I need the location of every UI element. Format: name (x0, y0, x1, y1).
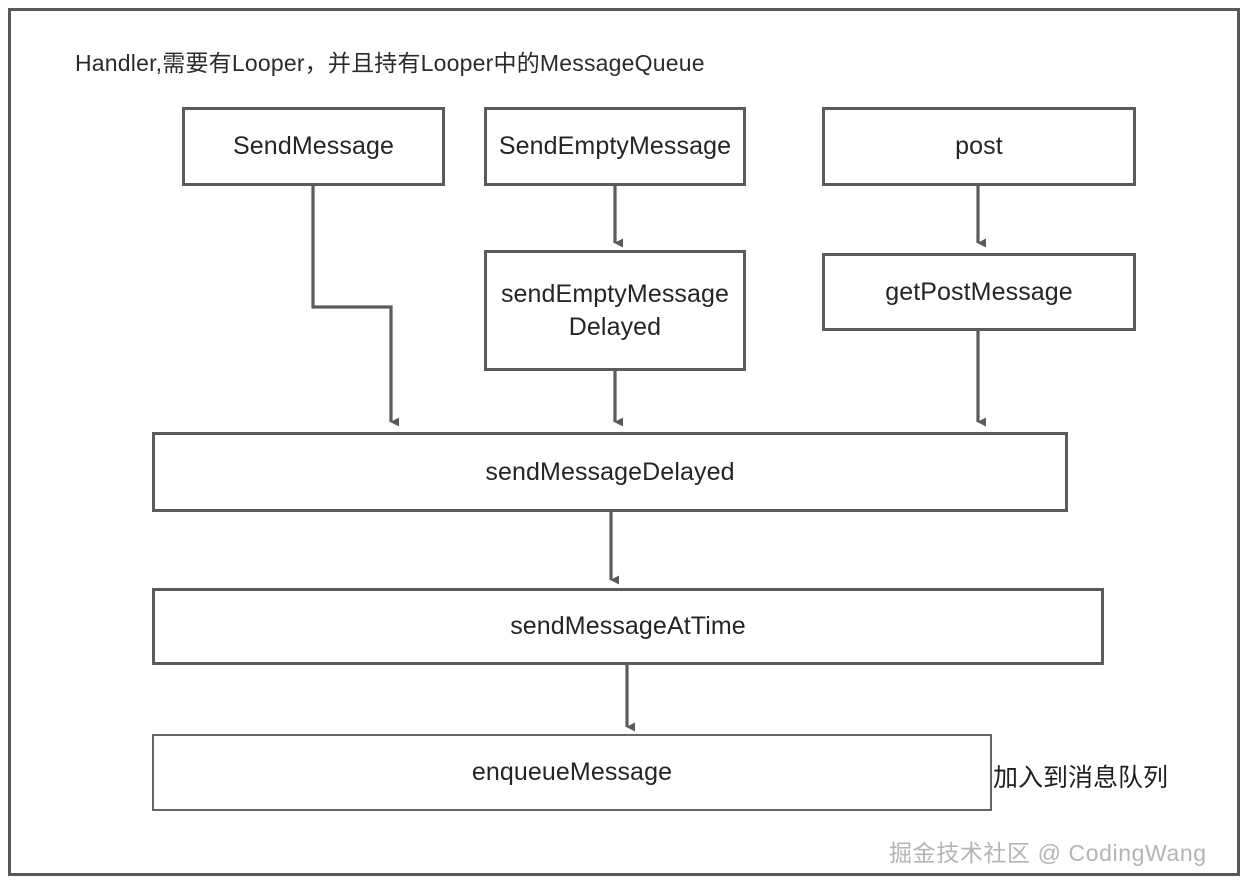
node-send-message-delayed[interactable]: sendMessageDelayed (152, 432, 1068, 512)
node-send-empty-message[interactable]: SendEmptyMessage (484, 107, 746, 186)
node-send-message-at-time-label: sendMessageAtTime (510, 612, 746, 640)
node-post-label: post (955, 132, 1003, 160)
node-send-message-at-time[interactable]: sendMessageAtTime (152, 588, 1104, 665)
watermark: 掘金技术社区 @ CodingWang (889, 840, 1207, 866)
node-get-post-message-label: getPostMessage (885, 277, 1073, 306)
node-send-message-delayed-label: sendMessageDelayed (485, 457, 735, 486)
node-get-post-message[interactable]: getPostMessage (822, 253, 1136, 331)
node-post[interactable]: post (822, 107, 1136, 186)
node-send-empty-message-delayed[interactable]: sendEmptyMessage Delayed (484, 250, 746, 371)
node-send-empty-message-delayed-label: sendEmptyMessage Delayed (500, 279, 730, 341)
node-enqueue-message[interactable]: enqueueMessage (152, 734, 992, 811)
node-send-message-label: SendMessage (233, 132, 394, 160)
side-note: 加入到消息队列 (993, 764, 1169, 792)
header-note: Handler,需要有Looper，并且持有Looper中的MessageQue… (75, 50, 705, 76)
node-send-message[interactable]: SendMessage (182, 107, 445, 186)
node-send-empty-message-label: SendEmptyMessage (498, 132, 732, 160)
node-enqueue-message-label: enqueueMessage (471, 758, 673, 786)
